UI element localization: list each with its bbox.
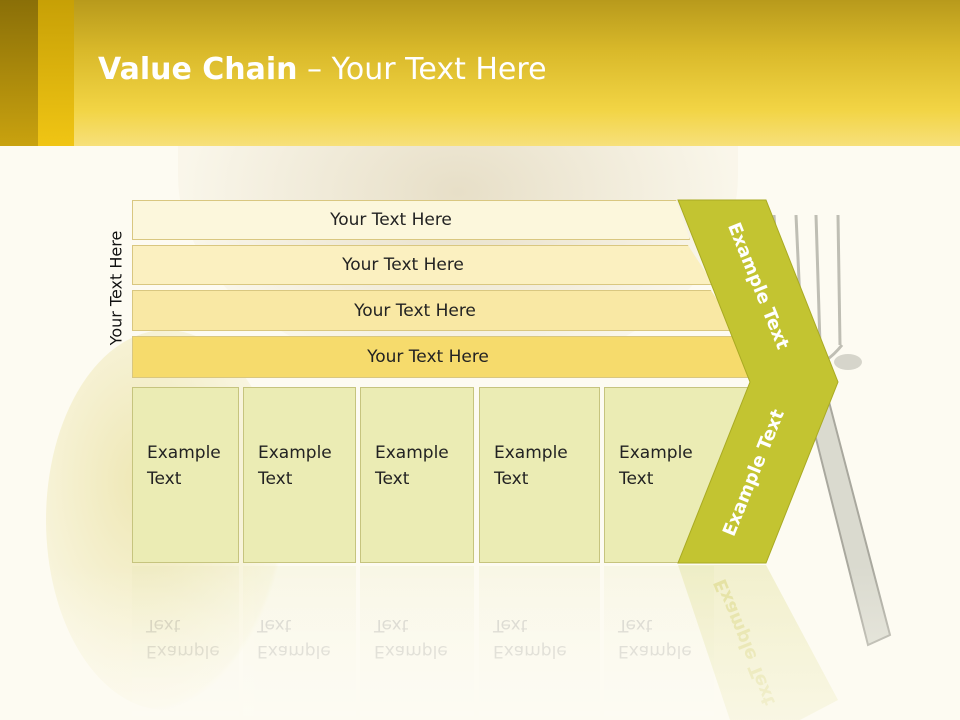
support-row-label: Your Text Here <box>342 255 464 275</box>
activity-box-line: Text <box>619 469 654 489</box>
header-accent-strip <box>0 0 38 146</box>
support-row-label: Your Text Here <box>354 300 476 321</box>
activity-box: Example Text <box>132 387 239 563</box>
support-row: Your Text Here <box>132 336 764 378</box>
activity-box: Example Text <box>243 387 356 563</box>
title-rest: – Your Text Here <box>297 52 547 87</box>
activity-box-line: Example <box>375 443 449 463</box>
support-row: Your Text Here <box>132 290 738 331</box>
support-row-label: Your Text Here <box>367 347 489 367</box>
activity-box-line: Text <box>258 469 293 489</box>
chevron-shape <box>677 199 839 564</box>
header-accent-strip <box>38 0 74 146</box>
activity-box-line: Example <box>147 443 221 463</box>
slide-title: Value Chain – Your Text Here <box>98 52 547 87</box>
activity-box-line: Example <box>494 443 568 463</box>
activity-box-line: Example <box>258 443 332 463</box>
activity-box-line: Text <box>147 469 182 489</box>
activity-box-line: Example <box>619 443 693 463</box>
support-row: Your Text Here <box>132 245 714 285</box>
reflection-fade <box>0 565 960 720</box>
activity-box: Example Text <box>360 387 474 563</box>
support-row: Your Text Here <box>132 200 690 240</box>
support-row-label: Your Text Here <box>330 210 452 230</box>
activity-box: Example Text <box>479 387 600 563</box>
activity-box-line: Text <box>494 469 529 489</box>
title-bold: Value Chain <box>98 52 298 87</box>
activity-box-line: Text <box>375 469 410 489</box>
header-band: Value Chain – Your Text Here <box>0 0 960 146</box>
